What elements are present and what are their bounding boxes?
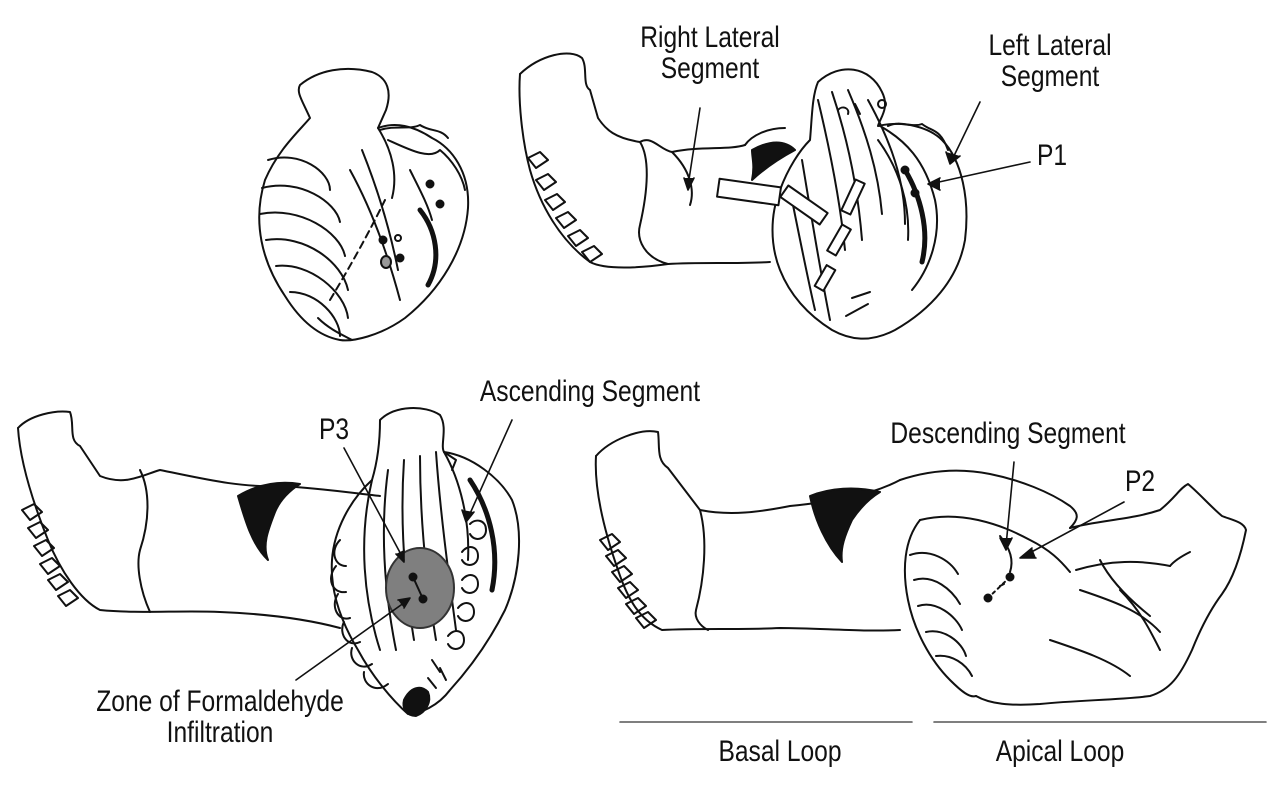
apical-loop-label: Apical Loop: [995, 735, 1125, 768]
zone-line1: Zone of Formaldehyde: [96, 685, 344, 718]
p3-label: P3: [318, 413, 350, 446]
leader-left-lateral: [952, 102, 980, 160]
leader-p2: [1024, 502, 1124, 556]
p1-dot-2: [437, 201, 444, 208]
left-lateral-line1: Left Lateral: [988, 29, 1112, 62]
basal-loop-label: Basal Loop: [718, 735, 842, 768]
right-lateral-line1: Right Lateral: [640, 21, 780, 54]
leader-descending: [1006, 462, 1014, 546]
leader-zone: [296, 600, 408, 680]
band-with-p3-drawing: [18, 408, 519, 716]
descending-segment-label: Descending Segment: [890, 417, 1126, 450]
intact-heart-drawing: [259, 69, 468, 340]
p1-dot-1: [427, 181, 434, 188]
leader-ascending: [468, 420, 512, 518]
p1-label: P1: [1036, 139, 1068, 172]
left-lateral-line2: Segment: [1000, 60, 1100, 93]
zone-line2: Infiltration: [166, 716, 274, 749]
p1-dot-4: [912, 190, 919, 197]
p2-label: P2: [1124, 465, 1156, 498]
left-lateral-segment-label: Left Lateral Segment: [968, 30, 1132, 92]
zone-formaldehyde-label: Zone of Formaldehyde Infiltration: [72, 686, 367, 748]
fully-unfolded-band-drawing: [596, 431, 1246, 704]
leader-p3: [344, 448, 404, 560]
right-lateral-segment-label: Right Lateral Segment: [620, 22, 800, 84]
ascending-segment-label: Ascending Segment: [479, 375, 701, 408]
right-lateral-line2: Segment: [660, 52, 760, 85]
partially-unfolded-band-drawing: [519, 53, 966, 338]
p1-dot-3: [902, 167, 909, 174]
leader-lines: [296, 102, 1124, 680]
formaldehyde-zone: [386, 548, 454, 628]
leader-right-lateral: [688, 108, 700, 186]
leader-p1: [930, 162, 1030, 184]
